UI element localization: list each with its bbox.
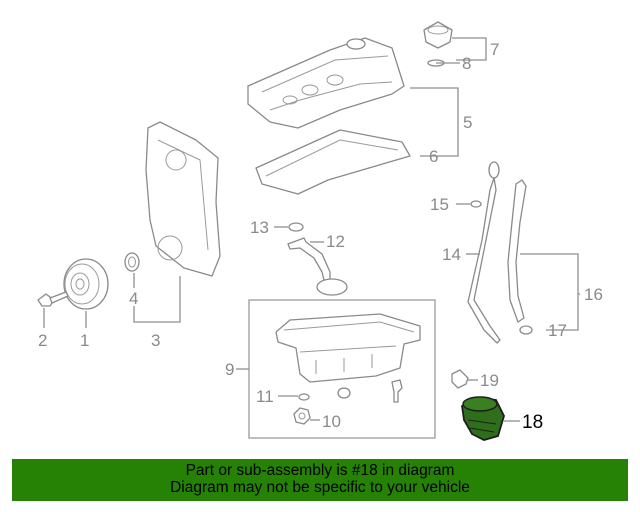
oil-filler-cap[interactable] bbox=[423, 21, 453, 49]
callout-14: 14 bbox=[442, 245, 461, 264]
drain-plug[interactable] bbox=[293, 407, 311, 425]
dipstick-tube-seal[interactable] bbox=[519, 325, 533, 335]
oil-pan-nut[interactable] bbox=[337, 387, 351, 399]
callout-4: 4 bbox=[129, 289, 138, 308]
callout-13: 13 bbox=[250, 218, 269, 237]
callout-7: 7 bbox=[490, 40, 499, 59]
callout-19: 19 bbox=[480, 371, 499, 390]
dipstick-tube[interactable] bbox=[507, 179, 527, 323]
callout-17: 17 bbox=[548, 321, 567, 340]
oil-pan[interactable] bbox=[275, 313, 421, 383]
banner-line-2: Diagram may not be specific to your vehi… bbox=[170, 479, 470, 496]
dipstick[interactable] bbox=[467, 161, 501, 344]
callout-12: 12 bbox=[326, 232, 345, 251]
notice-banner: Part or sub-assembly is #18 in diagram D… bbox=[12, 459, 628, 501]
valve-cover-gasket[interactable] bbox=[255, 129, 411, 195]
drain-plug-gasket[interactable] bbox=[298, 393, 310, 401]
timing-cover[interactable] bbox=[145, 121, 221, 277]
callout-9: 9 bbox=[225, 360, 234, 379]
callout-11: 11 bbox=[256, 387, 274, 406]
oil-pickup-tube[interactable] bbox=[287, 237, 348, 296]
banner-line-1: Part or sub-assembly is #18 in diagram bbox=[185, 462, 455, 479]
valve-cover[interactable] bbox=[247, 37, 405, 129]
front-crank-seal[interactable] bbox=[124, 252, 140, 272]
dipstick-o-ring[interactable] bbox=[470, 200, 482, 208]
leader-lines bbox=[43, 37, 580, 422]
callout-10: 10 bbox=[322, 412, 341, 431]
crankshaft-pulley[interactable] bbox=[63, 258, 109, 310]
callout-1: 1 bbox=[80, 331, 89, 350]
oil-pan-bolt[interactable] bbox=[391, 379, 403, 403]
callout-18[interactable]: 18 bbox=[522, 412, 543, 433]
callout-16: 16 bbox=[584, 285, 603, 304]
callout-3: 3 bbox=[151, 331, 160, 350]
parts-diagram: 1 2 3 4 5 6 7 8 9 10 11 12 13 14 15 16 1… bbox=[37, 21, 603, 441]
callout-2: 2 bbox=[38, 331, 47, 350]
pulley-bolt[interactable] bbox=[37, 291, 69, 307]
pickup-o-ring[interactable] bbox=[288, 222, 304, 232]
oil-pressure-sensor[interactable] bbox=[451, 369, 469, 389]
callout-5: 5 bbox=[463, 113, 472, 132]
oil-filter[interactable] bbox=[461, 396, 505, 441]
callout-15: 15 bbox=[430, 195, 449, 214]
callout-8: 8 bbox=[462, 54, 471, 73]
callout-6: 6 bbox=[429, 147, 438, 166]
